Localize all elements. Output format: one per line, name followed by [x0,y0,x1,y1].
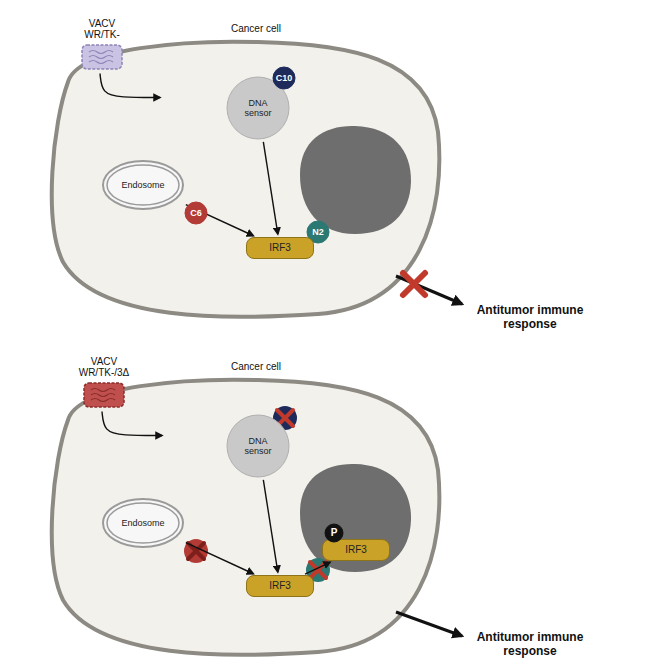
irf3: IRF3 [246,237,314,259]
node-label: IRF3 [269,580,291,592]
node-label: C6 [190,208,202,218]
endosome: Endosome [102,498,184,548]
nucleus [300,464,411,572]
node-label: IRF3 [345,544,367,556]
node-label: IRF3 [269,242,291,254]
nucleus [300,126,411,234]
signal-arrow [305,562,330,574]
virus-icon: VACV WR/TK-/3Δ [73,356,135,409]
virus-icon: VACV WR/TK- [71,18,133,71]
cell-label: Cancer cell [38,361,446,372]
node-label: Endosome [121,180,164,190]
cell-label: Cancer cell [38,23,446,34]
node-label: N2 [312,227,324,237]
protein-c6: C6 [184,201,208,225]
node-label: Endosome [121,518,164,528]
endosome: Endosome [102,160,184,210]
node-label: C10 [276,73,293,83]
irf3: IRF3 [246,575,314,597]
virus-label: VACV WR/TK- [74,18,131,41]
virion-shape [80,43,124,71]
dna-sensor: DNA sensor [226,414,290,478]
node-label: DNA sensor [238,436,278,457]
node-label: DNA sensor [238,98,278,119]
outcome-label: Antitumor immune response [468,630,592,659]
virus-label: VACV WR/TK-/3Δ [76,356,133,379]
response-arrow [396,612,462,636]
block-cross [403,273,425,295]
outcome-label: Antitumor immune response [468,303,592,332]
phospho-mark: P [324,523,344,543]
protein-c10: C10 [272,66,296,90]
virion-shape [82,381,126,409]
node-label: P [331,527,338,539]
